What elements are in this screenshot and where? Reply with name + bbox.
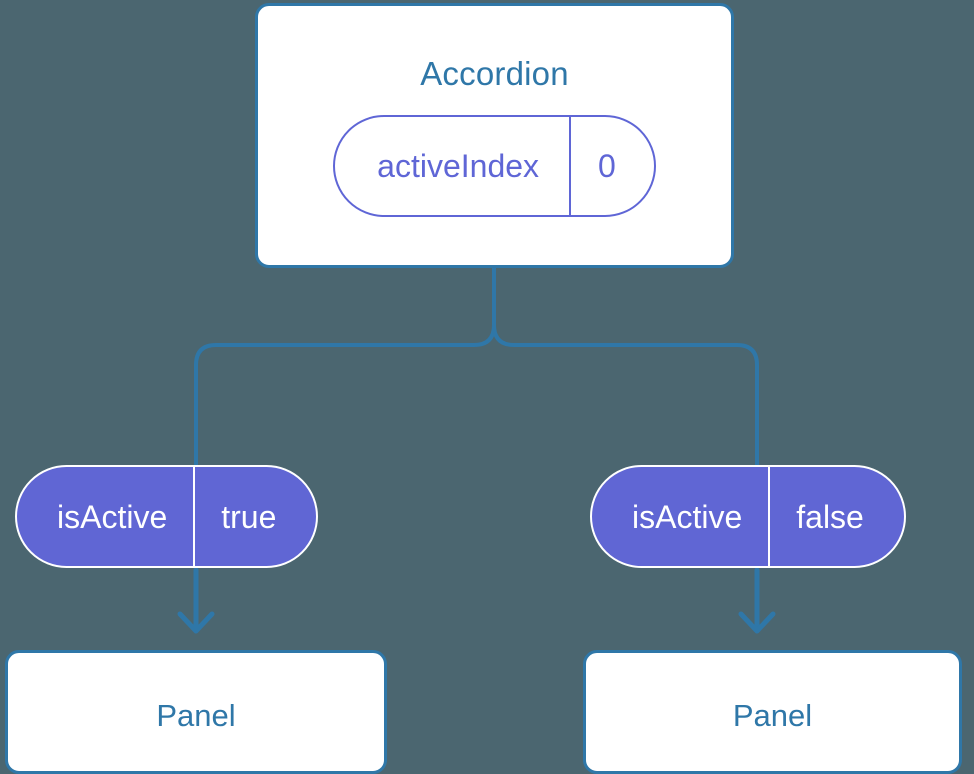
state-value-label: false	[768, 467, 904, 566]
panel-state-badge-left[interactable]: isActive true	[15, 465, 319, 568]
panel-component-card-right[interactable]: Panel	[583, 650, 962, 774]
panel-state-badge-right[interactable]: isActive false	[590, 465, 906, 568]
panel-title: Panel	[156, 698, 236, 733]
accordion-state-badge[interactable]: activeIndex 0	[333, 115, 656, 217]
accordion-title: Accordion	[420, 55, 569, 92]
panel-component-card-left[interactable]: Panel	[5, 650, 387, 774]
state-value-label: 0	[569, 117, 654, 215]
state-key-label: activeIndex	[377, 148, 540, 184]
state-key-label: isActive	[632, 498, 743, 535]
state-key-label: isActive	[57, 498, 168, 535]
panel-title: Panel	[732, 698, 813, 733]
accordion-component-card[interactable]: Accordion activeIndex 0	[255, 3, 734, 268]
state-value-label: true	[193, 467, 316, 566]
